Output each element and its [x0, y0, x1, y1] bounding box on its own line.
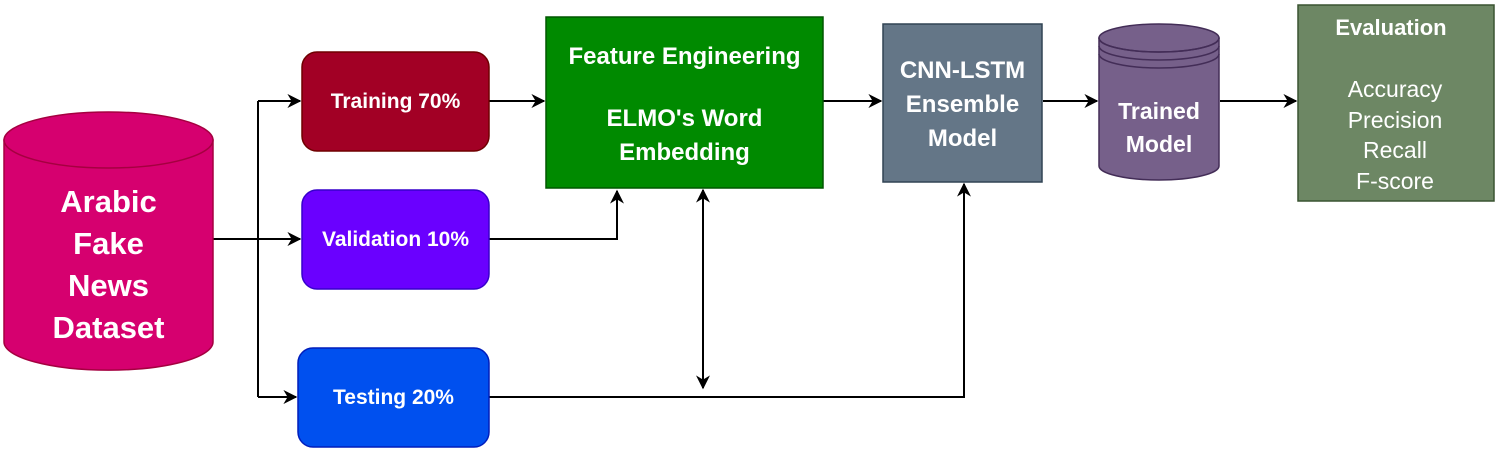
evaluation-title: Evaluation: [1335, 15, 1446, 40]
feature-engineering-line-1: ELMO's Word: [607, 105, 763, 132]
edge-validation-to-feature-engineering: [489, 189, 624, 240]
feature-engineering-line-2: Embedding: [619, 139, 750, 166]
edge-testing-to-model: [489, 182, 971, 398]
trained-model-cylinder-body: [1098, 37, 1220, 181]
evaluation-metric-f-score: F-score: [1356, 168, 1434, 194]
model-label-line-3: Model: [928, 125, 997, 152]
evaluation-metric-precision: Precision: [1348, 107, 1443, 133]
dataset-cylinder-top: [3, 111, 214, 169]
dataset-label-line-1: Arabic: [60, 184, 156, 219]
trained-model-cylinder: Trained Model: [1098, 23, 1220, 181]
edges: [213, 94, 1298, 404]
dataset-label-line-2: Fake: [73, 226, 144, 261]
training-label: Training 70%: [331, 90, 461, 113]
dataset-label-line-3: News: [68, 268, 149, 303]
evaluation-metric-accuracy: Accuracy: [1348, 76, 1443, 102]
trained-model-cylinder-ring-1: [1098, 37, 1220, 53]
evaluation-metric-recall: Recall: [1363, 137, 1427, 163]
model-box: CNN-LSTM Ensemble Model: [882, 23, 1043, 183]
evaluation-box: Evaluation Accuracy Precision Recall F-s…: [1297, 4, 1495, 202]
dataset-label-line-4: Dataset: [53, 310, 165, 345]
validation-box: Validation 10%: [301, 189, 490, 290]
trained-model-label-line-2: Model: [1126, 131, 1192, 157]
training-box: Training 70%: [301, 51, 490, 152]
validation-label: Validation 10%: [322, 228, 469, 251]
feature-engineering-title: Feature Engineering: [568, 43, 800, 70]
dataset-cylinder: Arabic Fake News Dataset: [3, 111, 214, 371]
testing-label: Testing 20%: [333, 386, 454, 409]
feature-engineering-box: Feature Engineering ELMO's Word Embeddin…: [545, 16, 824, 189]
trained-model-label-line-1: Trained: [1118, 98, 1200, 124]
trained-model-cylinder-ring-3: [1098, 53, 1220, 69]
trained-model-cylinder-ring-2: [1098, 45, 1220, 61]
model-label-line-1: CNN-LSTM: [900, 57, 1025, 84]
dataset-cylinder-body: [3, 139, 214, 371]
model-label-line-2: Ensemble: [906, 91, 1019, 118]
testing-box: Testing 20%: [297, 347, 490, 448]
